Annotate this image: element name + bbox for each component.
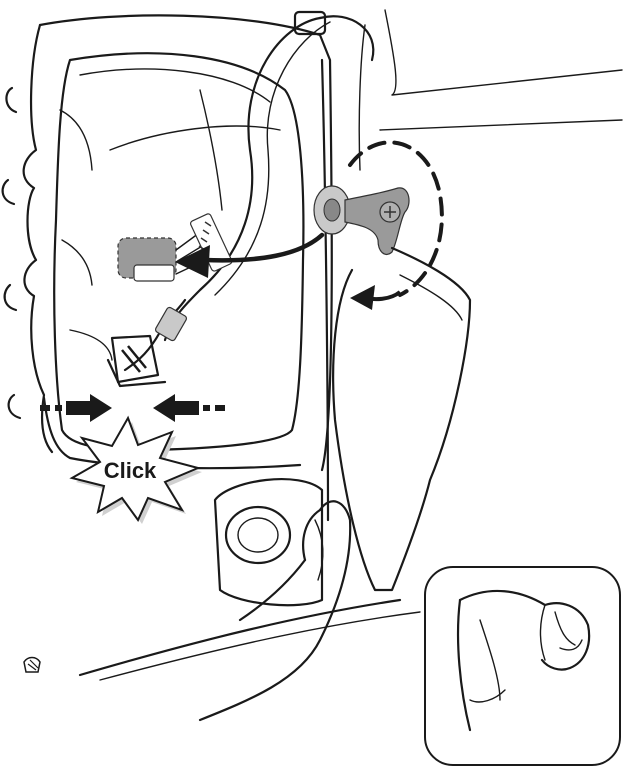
door-handle-icon — [314, 186, 409, 254]
click-label: Click — [104, 458, 157, 483]
watermark-icon — [24, 658, 40, 673]
speaker-recess-icon — [215, 479, 322, 605]
click-burst-icon: Click — [72, 418, 202, 524]
move-arrow-icon — [175, 235, 322, 278]
click-arrows-icon — [40, 394, 225, 422]
fist-inset-icon — [425, 567, 620, 765]
hand-icon — [200, 501, 350, 720]
connector-icon — [118, 213, 233, 281]
